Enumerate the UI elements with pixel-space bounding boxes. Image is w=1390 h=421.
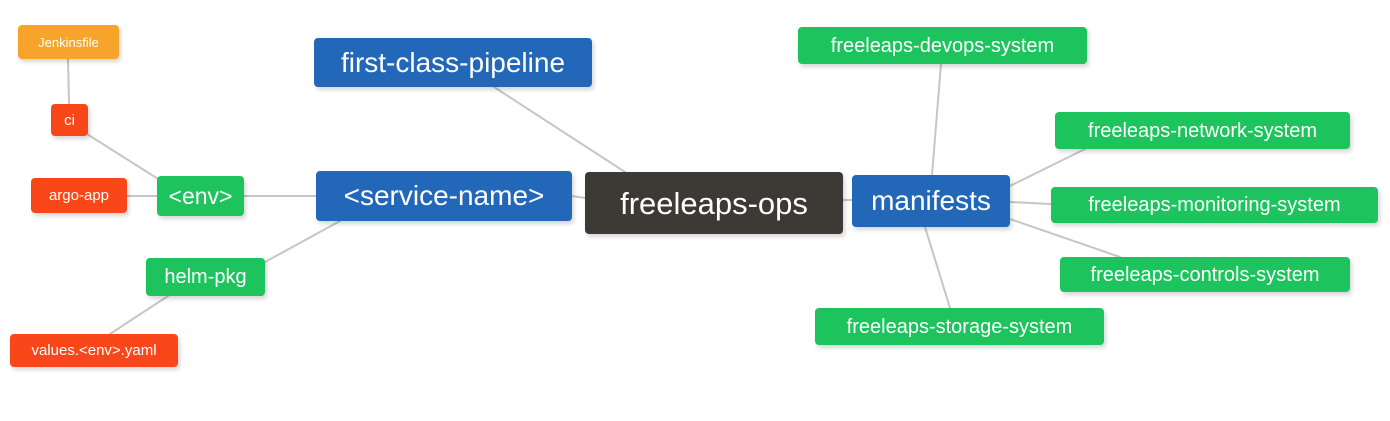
edge-helm-pkg-to-values-env-yaml bbox=[109, 295, 169, 335]
node-manifests[interactable]: manifests bbox=[852, 175, 1010, 227]
edge-ci-to-env bbox=[86, 133, 164, 183]
node-label-freeleaps-network-system: freeleaps-network-system bbox=[1088, 119, 1317, 142]
node-helm-pkg[interactable]: helm-pkg bbox=[146, 258, 265, 296]
node-jenkinsfile[interactable]: Jenkinsfile bbox=[18, 25, 119, 59]
edge-manifests-to-freeleaps-network-system bbox=[1009, 148, 1086, 187]
node-label-argo-app: argo-app bbox=[48, 187, 110, 204]
node-label-values-env-yaml: values.<env>.yaml bbox=[31, 342, 157, 359]
node-freeleaps-monitoring-system[interactable]: freeleaps-monitoring-system bbox=[1051, 187, 1378, 223]
node-freeleaps-ops[interactable]: freeleaps-ops bbox=[585, 172, 843, 234]
node-freeleaps-devops-system[interactable]: freeleaps-devops-system bbox=[798, 27, 1087, 64]
edge-service-name-to-helm-pkg bbox=[264, 220, 341, 263]
edge-jenkinsfile-to-ci bbox=[67, 58, 70, 105]
node-label-freeleaps-storage-system: freeleaps-storage-system bbox=[846, 315, 1073, 338]
node-label-manifests: manifests bbox=[871, 185, 991, 216]
node-label-freeleaps-devops-system: freeleaps-devops-system bbox=[830, 34, 1055, 57]
node-service-name[interactable]: <service-name> bbox=[316, 171, 572, 221]
edge-service-name-to-freeleaps-ops bbox=[571, 195, 586, 199]
node-label-service-name: <service-name> bbox=[343, 180, 545, 211]
node-env[interactable]: <env> bbox=[157, 176, 244, 216]
node-label-freeleaps-ops: freeleaps-ops bbox=[620, 185, 808, 221]
node-label-first-class-pipeline: first-class-pipeline bbox=[340, 46, 566, 78]
edge-first-class-pipeline-to-freeleaps-ops bbox=[493, 86, 626, 173]
edge-manifests-to-freeleaps-monitoring-system bbox=[1009, 201, 1052, 205]
node-label-ci: ci bbox=[64, 111, 75, 129]
node-freeleaps-controls-system[interactable]: freeleaps-controls-system bbox=[1060, 257, 1350, 292]
node-label-freeleaps-controls-system: freeleaps-controls-system bbox=[1090, 263, 1320, 286]
node-label-env: <env> bbox=[168, 182, 233, 209]
node-ci[interactable]: ci bbox=[51, 104, 88, 136]
node-label-freeleaps-monitoring-system: freeleaps-monitoring-system bbox=[1088, 194, 1341, 216]
node-freeleaps-network-system[interactable]: freeleaps-network-system bbox=[1055, 112, 1350, 149]
node-values-env-yaml[interactable]: values.<env>.yaml bbox=[10, 334, 178, 367]
node-label-helm-pkg: helm-pkg bbox=[164, 266, 247, 288]
edge-manifests-to-freeleaps-storage-system bbox=[924, 226, 951, 309]
node-argo-app[interactable]: argo-app bbox=[31, 178, 127, 213]
node-first-class-pipeline[interactable]: first-class-pipeline bbox=[314, 38, 592, 87]
node-freeleaps-storage-system[interactable]: freeleaps-storage-system bbox=[815, 308, 1104, 345]
edge-manifests-to-freeleaps-controls-system bbox=[1009, 218, 1121, 258]
edge-manifests-to-freeleaps-devops-system bbox=[931, 63, 942, 176]
node-label-jenkinsfile: Jenkinsfile bbox=[38, 34, 99, 50]
